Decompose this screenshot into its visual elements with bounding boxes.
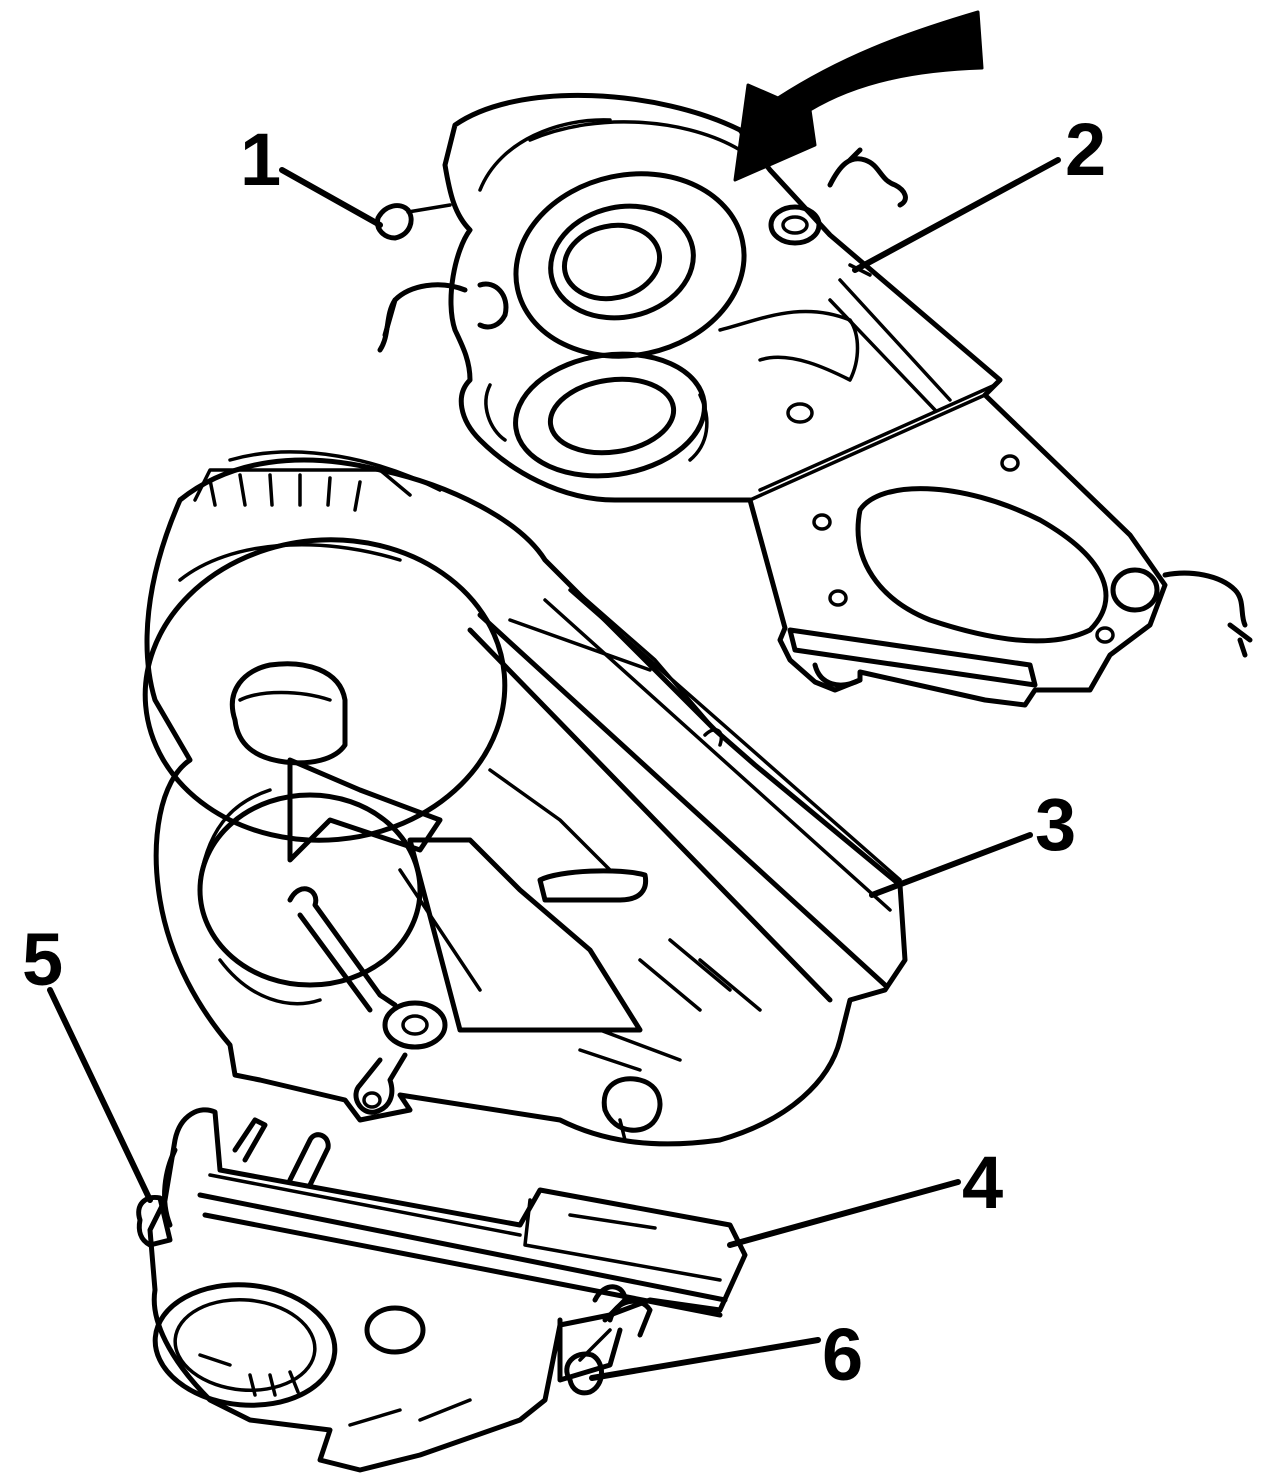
leader-lines [47, 157, 1061, 1381]
callout-3: 3 [1035, 783, 1076, 866]
leader-4 [727, 1179, 961, 1248]
leader-6 [589, 1337, 821, 1381]
lower-timing-cover [136, 1107, 748, 1473]
callout-1: 1 [240, 118, 281, 201]
callout-2: 2 [1065, 108, 1106, 191]
leader-1 [279, 167, 383, 228]
callouts: 1 2 3 4 5 6 [22, 108, 1106, 1396]
callout-5: 5 [22, 918, 63, 1001]
leader-5 [47, 987, 153, 1203]
middle-timing-assembly [142, 450, 908, 1147]
callout-4: 4 [962, 1141, 1003, 1224]
rotation-arrow-icon [733, 10, 984, 182]
callout-6: 6 [822, 1313, 863, 1396]
upper-timing-cover [374, 92, 1253, 708]
leader-2 [852, 157, 1061, 273]
leader-3 [869, 832, 1033, 898]
